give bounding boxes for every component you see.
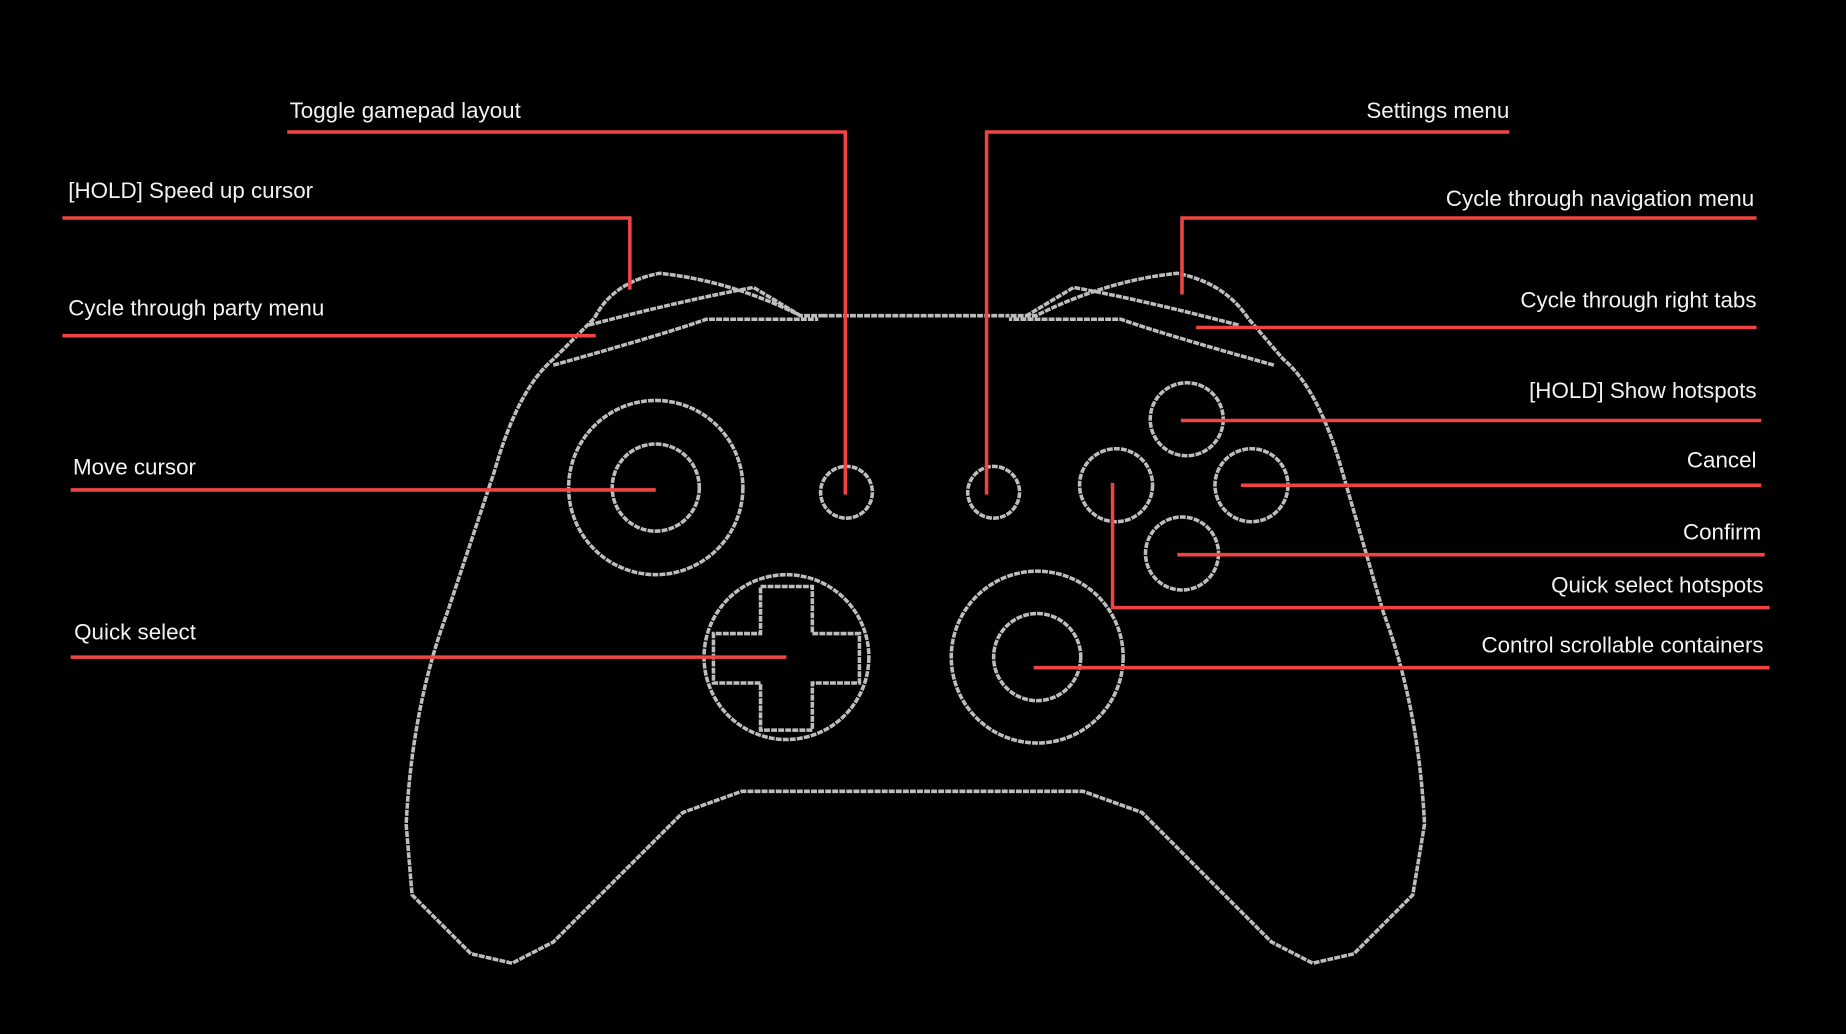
label-cycle-navigation: Cycle through navigation menu xyxy=(1446,186,1754,211)
right-stick-inner xyxy=(991,611,1083,703)
labels: Toggle gamepad layout Settings menu [HOL… xyxy=(68,98,1763,657)
left-bumper xyxy=(552,285,819,367)
label-speed-up-cursor: [HOLD] Speed up cursor xyxy=(68,178,313,203)
menu-button xyxy=(965,464,1022,520)
label-move-cursor: Move cursor xyxy=(73,455,197,480)
leader-speed-up xyxy=(62,216,632,290)
left-stick-inner xyxy=(610,442,702,533)
label-control-scrollable: Control scrollable containers xyxy=(1481,632,1763,657)
left-stick-outer xyxy=(566,398,745,577)
label-cancel: Cancel xyxy=(1687,448,1757,473)
leader-navigation xyxy=(1180,216,1757,295)
leader-quick-select-hotspots xyxy=(1110,482,1770,610)
label-show-hotspots: [HOLD] Show hotspots xyxy=(1529,378,1756,403)
label-confirm: Confirm xyxy=(1683,519,1761,544)
controller-outline xyxy=(404,271,1427,966)
leader-toggle-layout xyxy=(287,130,848,495)
leader-settings xyxy=(984,130,1510,495)
controller-body xyxy=(404,271,1427,966)
right-stick-outer xyxy=(949,569,1125,745)
x-button xyxy=(1077,446,1155,524)
dpad-cross xyxy=(711,584,862,732)
label-quick-select: Quick select xyxy=(74,619,197,644)
label-settings-menu: Settings menu xyxy=(1366,98,1509,123)
leader-lines xyxy=(62,130,1770,670)
label-toggle-layout: Toggle gamepad layout xyxy=(290,98,522,123)
label-quick-select-hotspots: Quick select hotspots xyxy=(1551,572,1764,597)
label-cycle-right-tabs: Cycle through right tabs xyxy=(1520,287,1756,312)
right-bumper xyxy=(1008,285,1275,367)
label-cycle-party: Cycle through party menu xyxy=(68,296,324,321)
